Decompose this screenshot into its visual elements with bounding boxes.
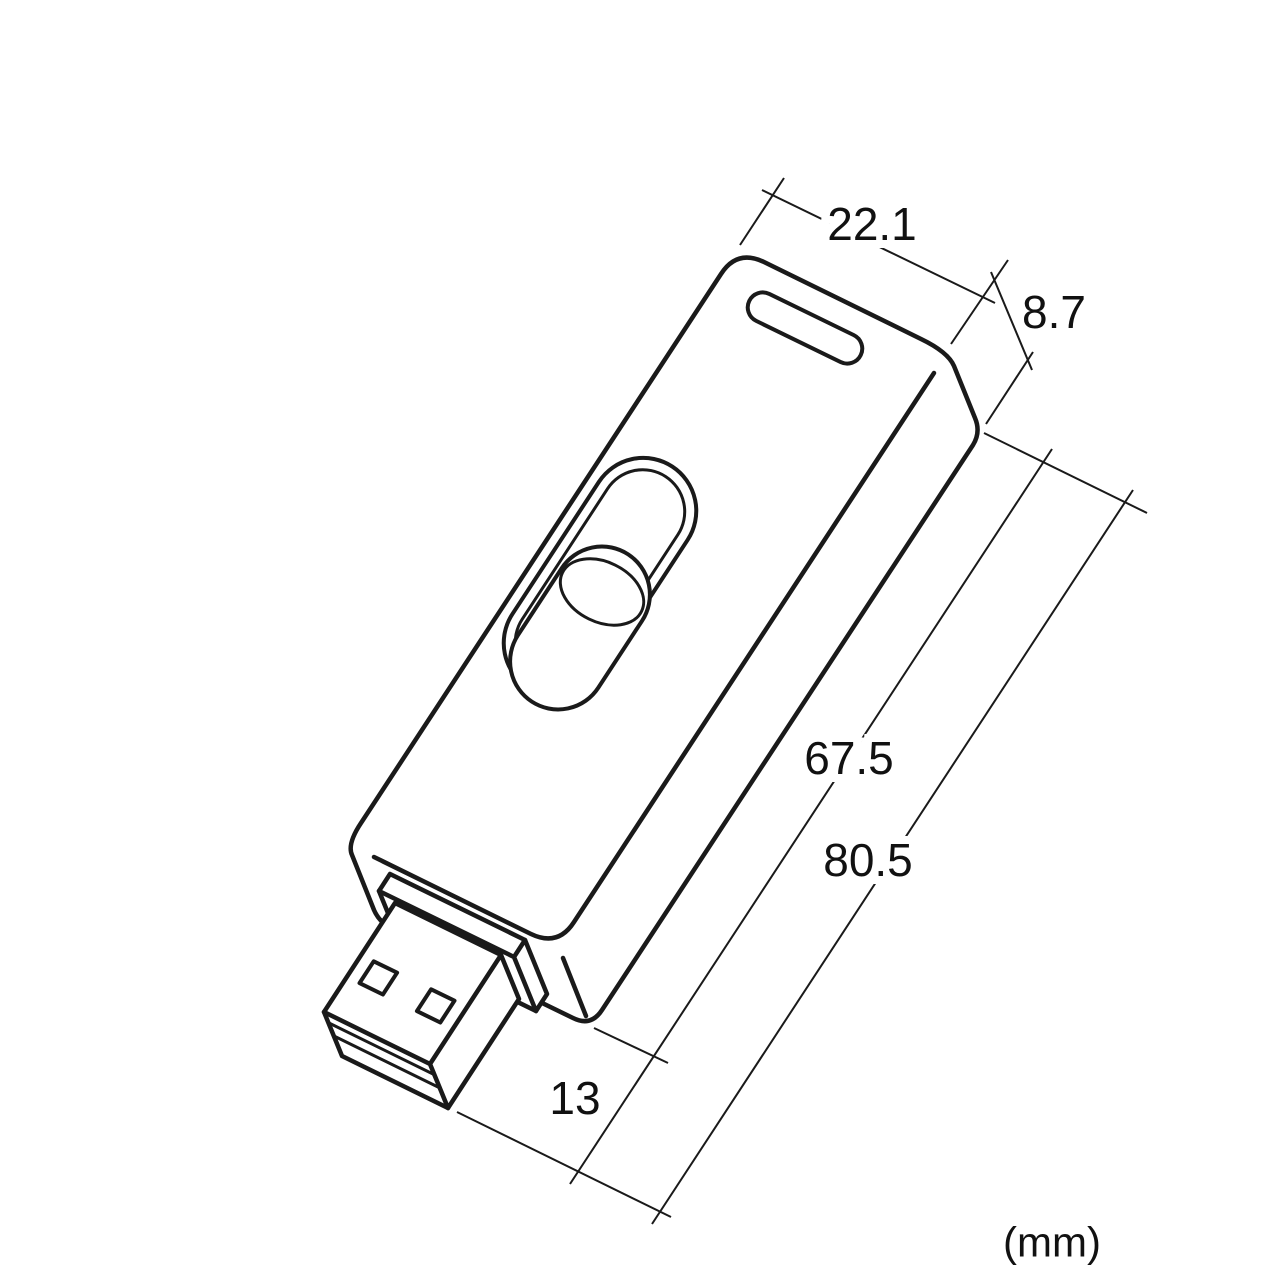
- dim-extension-line-top-right: [950, 259, 1009, 345]
- dim-extension-line-connector-tip: [456, 1111, 672, 1218]
- dim-line-thickness: [990, 271, 1033, 371]
- body-outline: [348, 255, 980, 1024]
- usb-drive-body: [348, 255, 980, 1024]
- usb-contact-hole-1: [357, 959, 400, 997]
- dim-label-total-length: 80.5: [823, 834, 913, 886]
- usb-shell: [321, 900, 522, 1111]
- dim-label-connector-length: 13: [549, 1072, 600, 1124]
- body-top-face-edge: [371, 370, 937, 941]
- unit-label: (mm): [1003, 1219, 1101, 1266]
- body-corner-edge: [560, 955, 589, 1019]
- slider-thumb: [508, 544, 652, 712]
- dim-line-body-and-connector-length: [569, 448, 1053, 1185]
- dim-label-width: 22.1: [827, 198, 917, 250]
- usb-contact-hole-2: [414, 987, 457, 1025]
- connector-neck-edges: [376, 888, 539, 1014]
- dim-line-width: [761, 189, 996, 304]
- dim-extension-line-body-top: [983, 432, 1148, 514]
- dim-extension-line-top-left: [739, 177, 785, 246]
- strap-hole-slot: [745, 290, 865, 366]
- dim-extension-line-thickness: [985, 351, 1034, 425]
- dimension-annotations: 22.1 8.7 67.5 80.5 13 (mm): [456, 177, 1148, 1266]
- usb-shell-rim-lines: [327, 1021, 442, 1090]
- dim-line-total-length: [651, 489, 1134, 1225]
- dim-label-body-length: 67.5: [804, 732, 894, 784]
- slider-thumb-top-surface: [558, 557, 646, 627]
- dim-label-thickness: 8.7: [1022, 286, 1086, 338]
- dim-extension-line-body-step: [593, 1027, 669, 1064]
